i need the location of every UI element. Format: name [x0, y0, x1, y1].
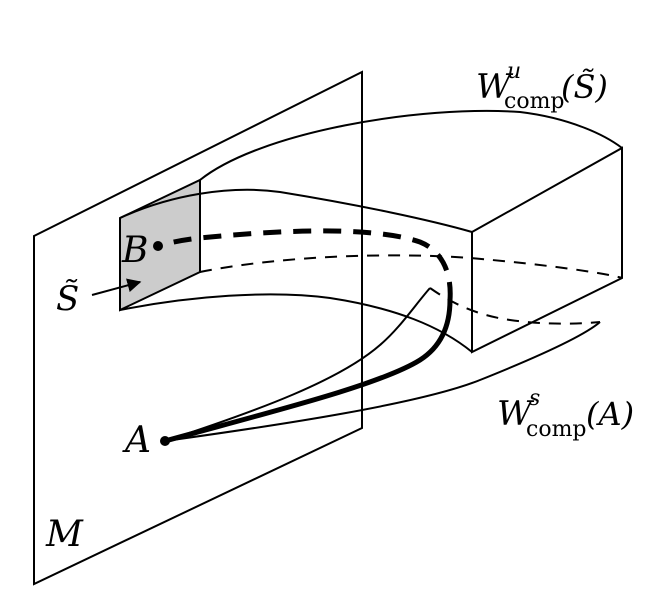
unstable-surface-hidden-edge [199, 254, 623, 279]
stable-surface-back-edge [429, 287, 601, 325]
w-u-sub: comp [504, 89, 565, 114]
box-end-face [471, 146, 623, 354]
orbit-dashed [157, 228, 453, 301]
w-s-sub: comp [526, 417, 587, 442]
w-s-main: W [497, 394, 535, 434]
label-b: B [121, 230, 148, 271]
label-a: A [122, 420, 151, 461]
label-w-unstable: W u comp (S̃) [476, 59, 608, 114]
unstable-surface-left-edge [119, 188, 473, 233]
point-b [153, 241, 163, 251]
w-u-arg: (S̃) [561, 68, 608, 106]
s-tilde-arrow [91, 278, 142, 296]
w-s-arg: (A) [586, 395, 634, 433]
label-w-stable: W s comp (A) [497, 386, 634, 442]
plane-m [33, 70, 363, 586]
label-s-tilde: S̃ [56, 279, 79, 319]
unstable-surface-bottom-edge [119, 293, 473, 353]
orbit-solid [164, 299, 453, 444]
point-a [160, 436, 170, 446]
stable-surface-lower-edge [164, 321, 601, 442]
label-m: M [45, 514, 84, 555]
stable-surface-upper-edge [164, 287, 431, 442]
w-u-sup: u [507, 59, 521, 84]
w-u-main: W [476, 67, 514, 107]
unstable-surface-top-edge [199, 109, 623, 181]
w-s-sup: s [529, 386, 540, 411]
